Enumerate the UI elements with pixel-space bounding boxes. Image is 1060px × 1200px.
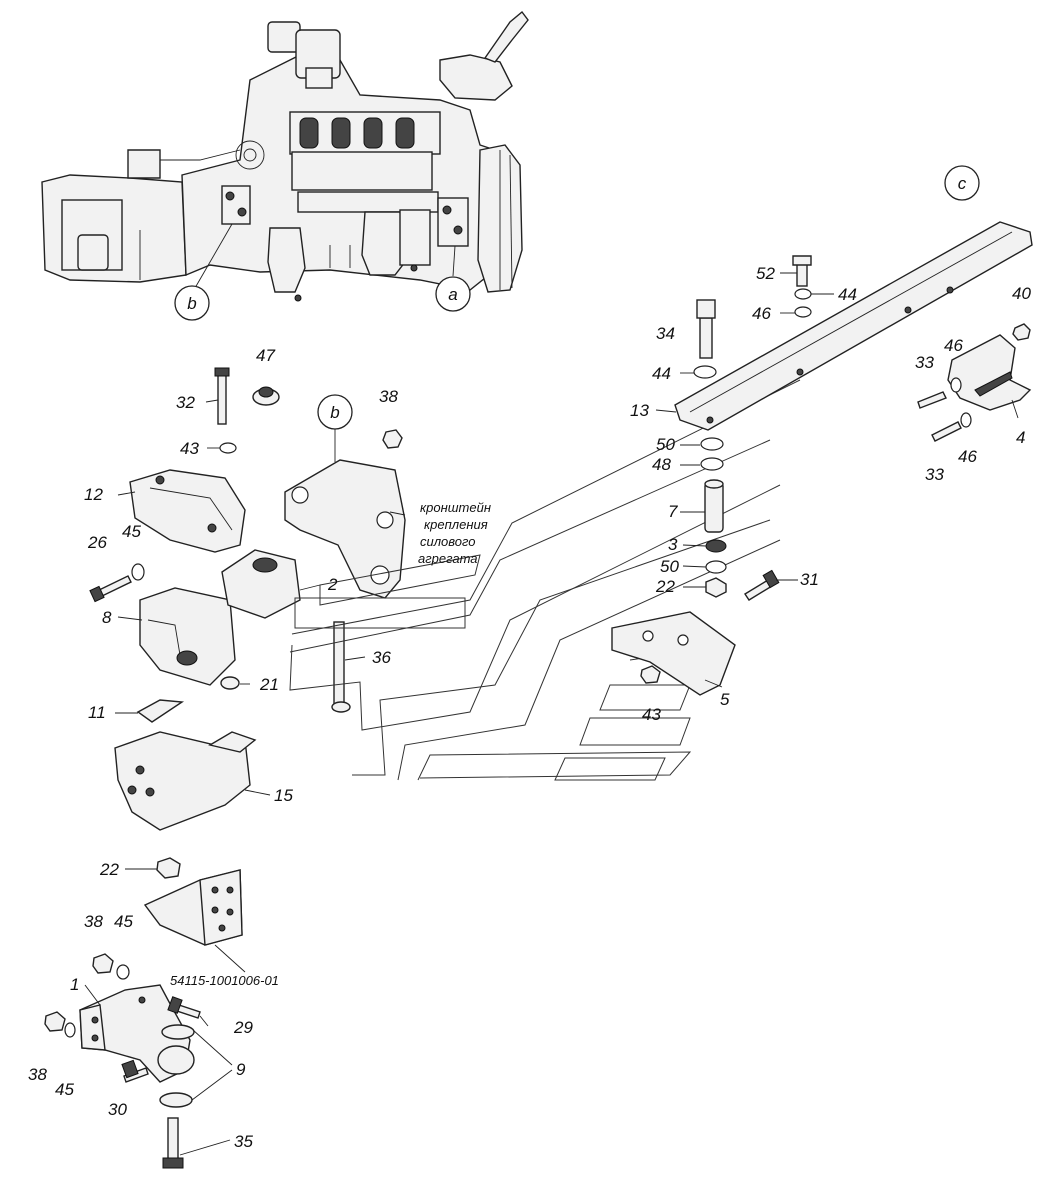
- part-label: 33: [915, 353, 934, 372]
- part-label: 52: [756, 264, 775, 283]
- part-label: 3: [668, 535, 678, 554]
- part-label: 46: [944, 336, 963, 355]
- part-label: 34: [656, 324, 675, 343]
- engine-assembly-drawing: [41, 10, 529, 302]
- svg-text:крепления: крепления: [424, 517, 488, 532]
- part-label: 48: [652, 455, 671, 474]
- part-label: 50: [656, 435, 675, 454]
- svg-text:b: b: [330, 403, 339, 422]
- part-label: 38: [379, 387, 398, 406]
- assembly-code-label: 54115-1001006-01: [170, 973, 279, 988]
- part-label: 7: [668, 502, 678, 521]
- bracket-note: кронштейн крепления силового агрегата: [418, 500, 491, 566]
- part-label: 8: [102, 608, 112, 627]
- circle-callout-b-engine: b: [174, 285, 210, 321]
- part-label: 2: [327, 575, 338, 594]
- part-label: 44: [838, 285, 857, 304]
- part-label: 46: [958, 447, 977, 466]
- part-label: 31: [800, 570, 819, 589]
- svg-text:c: c: [958, 174, 967, 193]
- part-label: 12: [84, 485, 103, 504]
- part-label: 43: [180, 439, 199, 458]
- part-label: 33: [925, 465, 944, 484]
- part-label: 13: [630, 401, 649, 420]
- part-label: 45: [122, 522, 141, 541]
- part-label: 9: [236, 1060, 246, 1079]
- part-number-labels: 1 2 3 4 5 7 8 9 11 12 13 15 21 22 22 26 …: [28, 264, 1031, 1151]
- part-label: 4: [1016, 428, 1025, 447]
- part-label: 5: [720, 690, 730, 709]
- circle-callout-b-bracket: b: [317, 394, 353, 430]
- part-label: 45: [55, 1080, 74, 1099]
- part-label: 46: [752, 304, 771, 323]
- svg-text:кронштейн: кронштейн: [420, 500, 491, 515]
- part-label: 43: [642, 705, 661, 724]
- part-label: 35: [234, 1132, 253, 1151]
- part-label: 21: [259, 675, 279, 694]
- svg-text:агрегата: агрегата: [418, 551, 478, 566]
- part-label: 32: [176, 393, 195, 412]
- part-label: 45: [114, 912, 133, 931]
- svg-text:a: a: [448, 285, 457, 304]
- part-label: 40: [1012, 284, 1031, 303]
- part-label: 47: [256, 346, 275, 365]
- part-label: 36: [372, 648, 391, 667]
- part-label: 15: [274, 786, 293, 805]
- rear-mount-exploded-view: [89, 367, 406, 831]
- svg-text:силового: силового: [420, 534, 476, 549]
- part-label: 22: [655, 577, 675, 596]
- lower-bracket-assembly: [44, 857, 246, 1169]
- part-label: 38: [84, 912, 103, 931]
- part-label: 26: [87, 533, 107, 552]
- part-label: 38: [28, 1065, 47, 1084]
- part-label: 29: [233, 1018, 253, 1037]
- part-label: 1: [70, 975, 79, 994]
- part-label: 22: [99, 860, 119, 879]
- front-mount-exploded-view: [611, 221, 1033, 696]
- circle-callout-c: c: [944, 165, 980, 201]
- svg-text:b: b: [187, 294, 196, 313]
- circle-callout-a: a: [435, 276, 471, 312]
- part-label: 30: [108, 1100, 127, 1119]
- part-label: 11: [88, 703, 106, 722]
- part-label: 50: [660, 557, 679, 576]
- part-label: 44: [652, 364, 671, 383]
